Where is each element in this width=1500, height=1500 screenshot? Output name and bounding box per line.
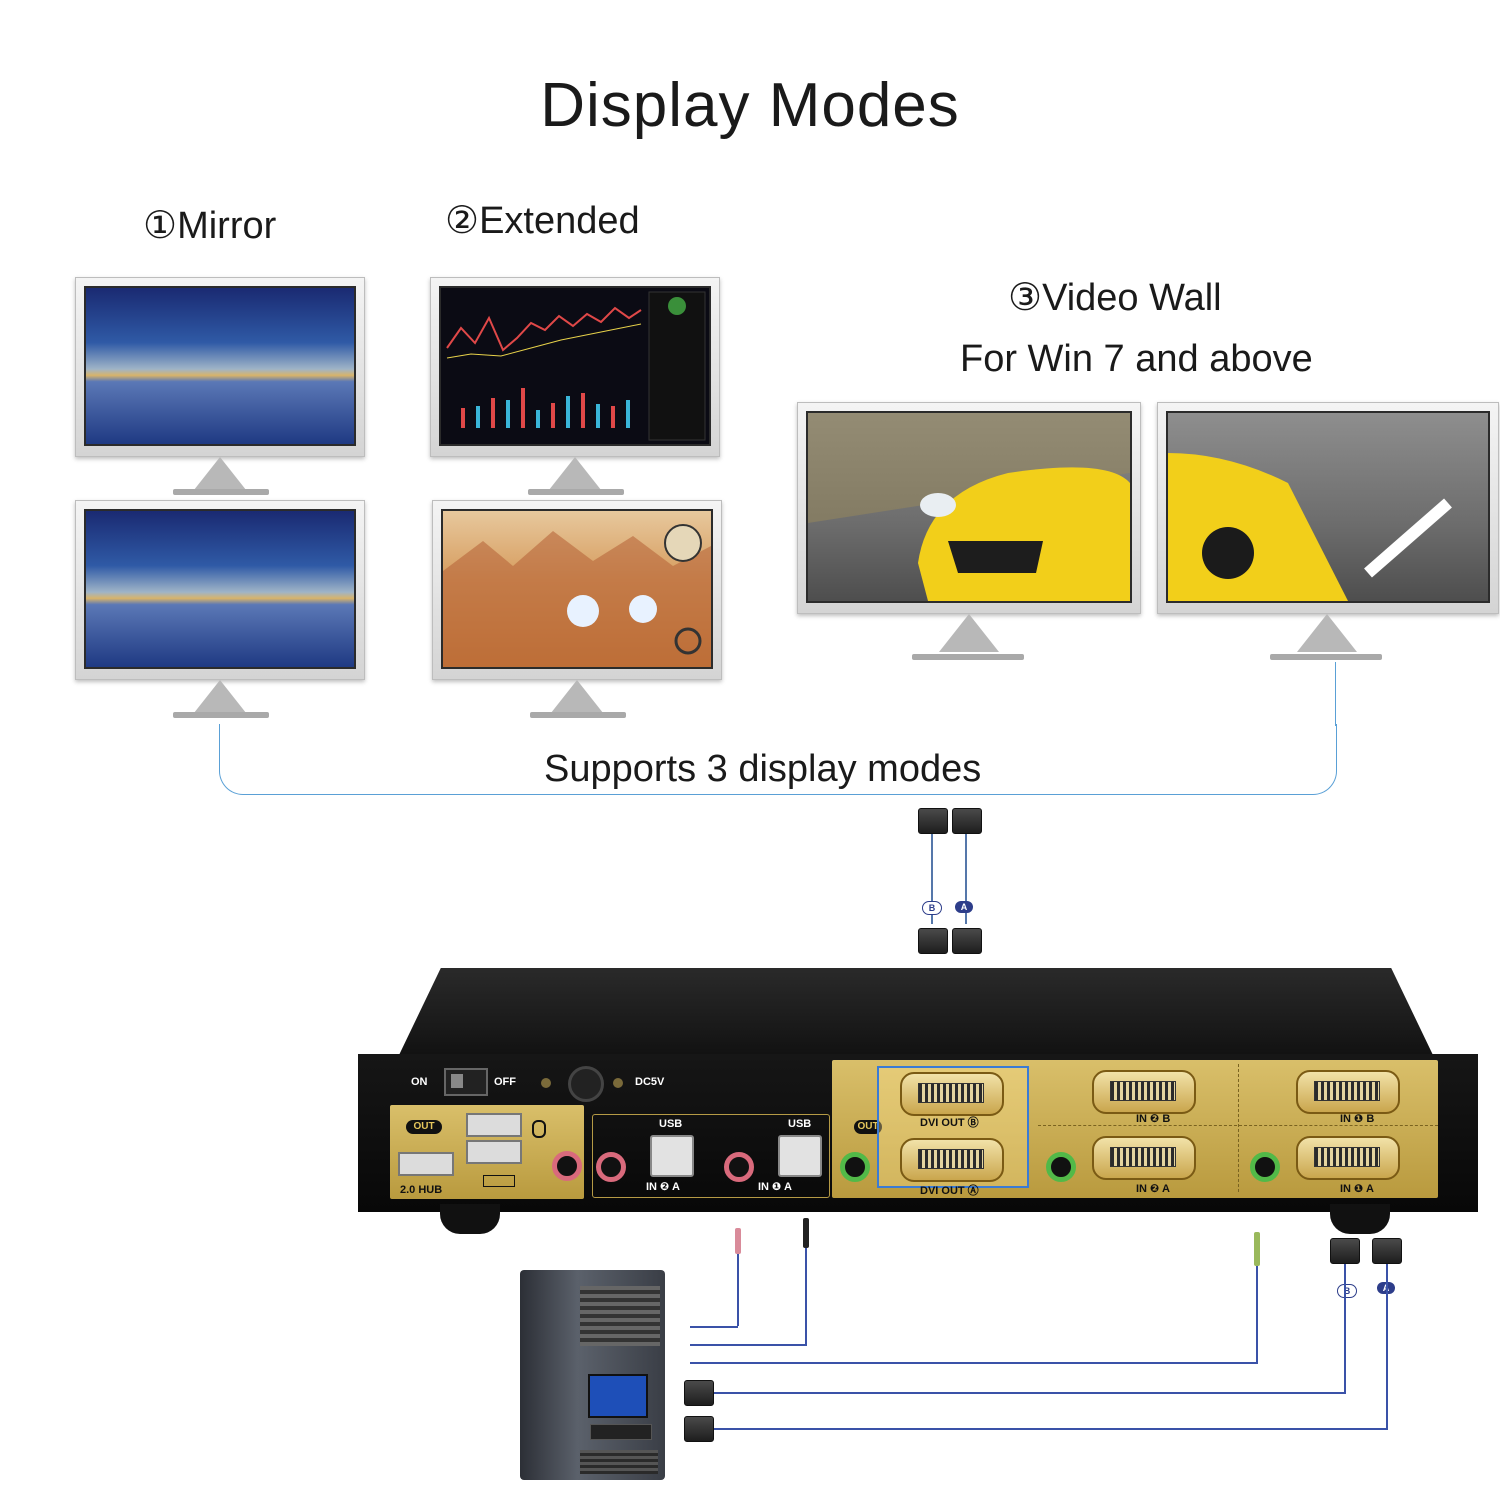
dvi-connector-icon (918, 928, 948, 954)
usb-b-port-in2[interactable] (650, 1135, 694, 1177)
mic-jack-in2[interactable] (596, 1152, 626, 1182)
mic-plug-icon (735, 1228, 741, 1254)
video-wall-note: For Win 7 and above (960, 338, 1313, 380)
cable-badge-b: B (922, 901, 942, 915)
audio-plug-icon (1254, 1232, 1260, 1266)
sports-car-image-left (806, 411, 1132, 603)
extended-mode-label: ②Extended (445, 200, 640, 242)
audio-out-jack[interactable] (840, 1152, 870, 1182)
stock-chart-image (439, 286, 711, 446)
dvi-connector-icon (952, 928, 982, 954)
out-badge-left: OUT (406, 1120, 442, 1134)
power-switch[interactable] (444, 1068, 488, 1096)
dvi-connector-icon (1372, 1238, 1402, 1264)
lake-image (84, 509, 356, 669)
dvi-out-a-port[interactable] (900, 1138, 1004, 1182)
video-wall-monitor-left (797, 402, 1142, 664)
usb-label-in1: USB (788, 1118, 812, 1130)
usb-plug-icon (803, 1218, 809, 1248)
kvm-switch: ON OFF DC5V OUT 2.0 HUB USB IN ❷ A USB I… (358, 968, 1478, 1234)
mirror-mode-label: ①Mirror (143, 205, 277, 247)
sports-car-image-right (1166, 411, 1490, 603)
dvi-connector-icon (918, 808, 948, 834)
mouse-icon (532, 1120, 546, 1138)
keyboard-usb-port[interactable] (466, 1140, 522, 1164)
dvi-connector-icon (1330, 1238, 1360, 1264)
cable-badge-b: B (1337, 1284, 1357, 1298)
hub-label: 2.0 HUB (400, 1184, 443, 1196)
mic-jack-in1[interactable] (724, 1152, 754, 1182)
mirror-monitor-bottom (75, 500, 365, 720)
game-scene-image (441, 509, 713, 669)
in1a-dvi-port[interactable] (1296, 1136, 1400, 1180)
mic-jack-out[interactable] (552, 1151, 582, 1181)
video-wall-mode-label: ③Video Wall (1008, 277, 1222, 319)
in1a-label: IN ❶ A (758, 1181, 792, 1193)
led-icon (541, 1078, 551, 1088)
in2a-label: IN ❷ A (646, 1181, 680, 1193)
out-badge-right: OUT (854, 1120, 882, 1134)
dc-label: DC5V (635, 1076, 665, 1088)
supports-text: Supports 3 display modes (544, 748, 982, 790)
in2a-dvi-port[interactable] (1092, 1136, 1196, 1180)
in1b-label: IN ❶ B (1340, 1113, 1375, 1125)
dvi-out-b-label: DVI OUT Ⓑ (920, 1117, 979, 1129)
dvi-connector-icon (684, 1416, 714, 1442)
in1a-bottom-label: IN ❶ A (1340, 1183, 1374, 1195)
cable-badge-a: A (955, 901, 973, 913)
usb-b-port-in1[interactable] (778, 1135, 822, 1177)
in1b-dvi-port[interactable] (1296, 1070, 1400, 1114)
in2b-dvi-port[interactable] (1092, 1070, 1196, 1114)
extended-monitor-top (430, 277, 720, 497)
mode-connector-line (219, 724, 1337, 795)
power-off-label: OFF (494, 1076, 516, 1088)
dc-power-jack[interactable] (568, 1066, 604, 1102)
in2a-bottom-label: IN ❷ A (1136, 1183, 1170, 1195)
mirror-monitor-top (75, 277, 365, 497)
mouse-usb-port[interactable] (466, 1113, 522, 1137)
video-wall-monitor-right (1157, 402, 1500, 664)
dvi-out-a-label: DVI OUT Ⓐ (920, 1185, 979, 1197)
computer-tower-icon (520, 1270, 665, 1480)
dvi-connector-icon (952, 808, 982, 834)
led-icon (613, 1078, 623, 1088)
dvi-connector-icon (684, 1380, 714, 1406)
in2b-label: IN ❷ B (1136, 1113, 1171, 1125)
dvi-out-b-port[interactable] (900, 1072, 1004, 1116)
extended-monitor-bottom (432, 500, 722, 720)
page-title: Display Modes (540, 71, 960, 140)
usb-hub-port[interactable] (398, 1152, 454, 1176)
lake-image (84, 286, 356, 446)
power-on-label: ON (411, 1076, 428, 1088)
audio-in1-jack[interactable] (1250, 1152, 1280, 1182)
audio-in2-jack[interactable] (1046, 1152, 1076, 1182)
usb-label-in2: USB (659, 1118, 683, 1130)
keyboard-icon (483, 1175, 515, 1187)
